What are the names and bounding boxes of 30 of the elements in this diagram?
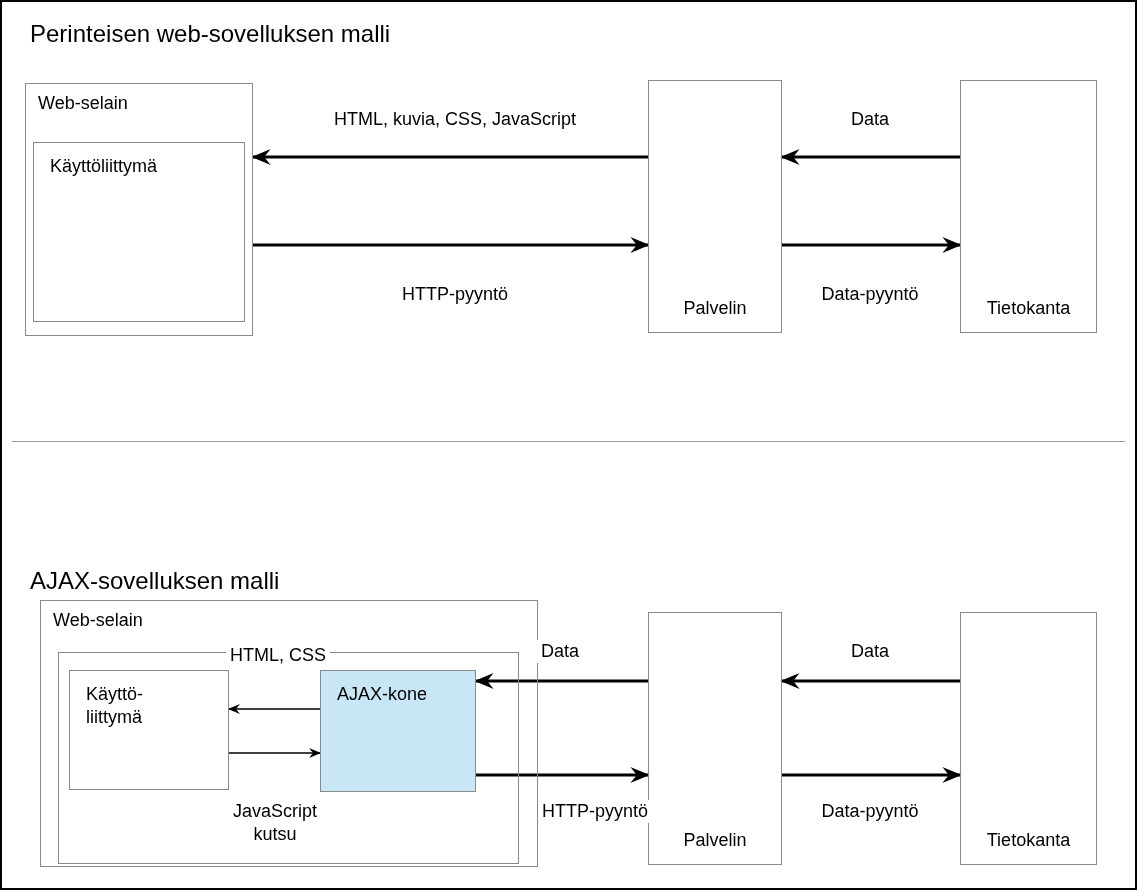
database-box — [960, 80, 1097, 333]
node-label: AJAX-kone — [337, 683, 428, 706]
node-label: Palvelin — [683, 828, 747, 852]
server-box — [648, 612, 782, 865]
arrow — [228, 704, 321, 714]
node-label: Web-selain — [53, 609, 143, 632]
arrow — [780, 149, 960, 165]
node-label: Käyttöliittymä — [50, 155, 158, 178]
arrow — [474, 673, 648, 689]
node-label: Palvelin — [683, 296, 747, 320]
arrow — [476, 767, 650, 783]
arrow — [253, 237, 650, 253]
arrow — [782, 237, 962, 253]
database-box — [960, 612, 1097, 865]
arrow — [780, 673, 960, 689]
arrow — [251, 149, 648, 165]
arrow — [228, 748, 321, 758]
ui-box — [69, 670, 229, 790]
section-heading: Perinteisen web-sovelluksen malli — [30, 19, 391, 49]
engine-box — [320, 670, 476, 792]
arrow — [782, 767, 962, 783]
browser-box — [40, 600, 538, 867]
node-label: Web-selain — [38, 92, 128, 115]
section-heading: AJAX-sovelluksen malli — [30, 566, 280, 596]
node-label: Käyttö- liittymä — [86, 683, 145, 730]
server-box — [648, 80, 782, 333]
node-label: Tietokanta — [986, 296, 1071, 320]
ui-box — [33, 142, 245, 322]
node-label: Tietokanta — [986, 828, 1071, 852]
browser-box — [25, 83, 253, 336]
